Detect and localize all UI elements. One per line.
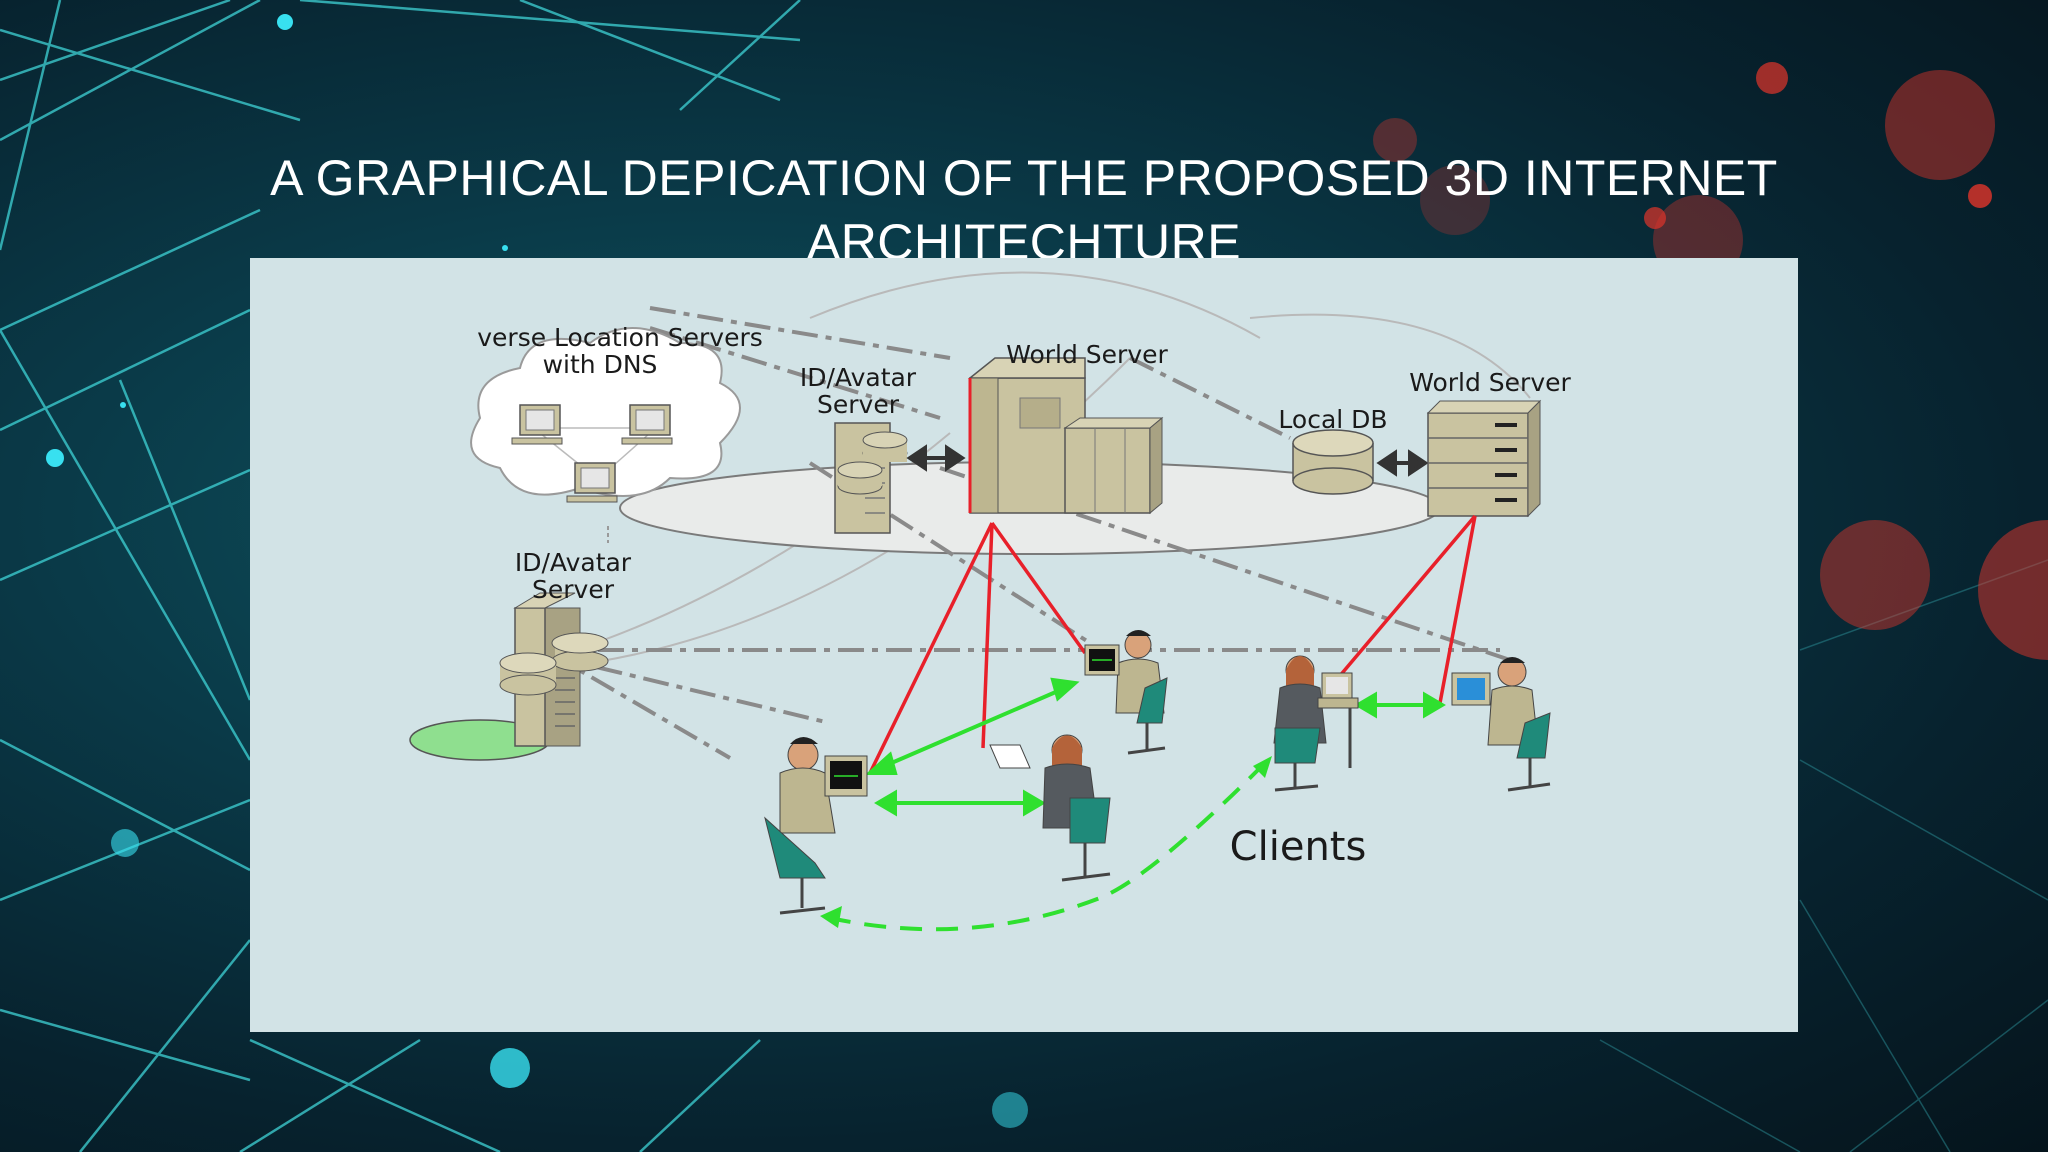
client-workstation xyxy=(1451,657,1551,792)
architecture-diagram-svg: verse Location Servers with DNS ID/Avata… xyxy=(409,271,1572,932)
double-arrow-icon xyxy=(1376,449,1429,477)
id-avatar-server-top xyxy=(834,422,908,534)
red-links xyxy=(868,514,1477,774)
world-server-right xyxy=(1426,399,1542,518)
green-dashed-curve xyxy=(820,756,1272,932)
local-db-icon xyxy=(1292,429,1374,495)
id-avatar-server-left xyxy=(409,592,609,761)
double-arrow-icon xyxy=(906,444,966,472)
architecture-diagram: verse Location Servers with DNS ID/Avata… xyxy=(250,258,1798,1032)
local-db-label: Local DB xyxy=(1278,405,1387,434)
slide-title: A GRAPHICAL DEPICATION OF THE PROPOSED 3… xyxy=(270,150,1778,270)
location-servers-label: verse Location Servers xyxy=(477,323,763,352)
client-workstation xyxy=(764,737,868,915)
id-avatar-top-label: ID/Avatar xyxy=(800,363,917,392)
monitor-icon xyxy=(511,404,563,445)
world-server-center-label: World Server xyxy=(1006,340,1168,369)
location-servers-cloud xyxy=(470,327,741,543)
id-avatar-left-label-line2: Server xyxy=(532,575,615,604)
monitor-icon xyxy=(621,404,673,445)
clients-label: Clients xyxy=(1230,824,1367,870)
client-workstation xyxy=(1084,630,1168,755)
green-links xyxy=(864,677,1446,817)
client-workstation xyxy=(1273,655,1359,792)
client-workstation xyxy=(989,734,1111,882)
monitor-icon xyxy=(566,462,618,503)
world-server-center xyxy=(967,357,1164,515)
world-server-right-label: World Server xyxy=(1409,368,1571,397)
location-servers-label-line2: with DNS xyxy=(543,350,658,379)
id-avatar-left-label: ID/Avatar xyxy=(515,548,632,577)
id-avatar-top-label-line2: Server xyxy=(817,390,900,419)
